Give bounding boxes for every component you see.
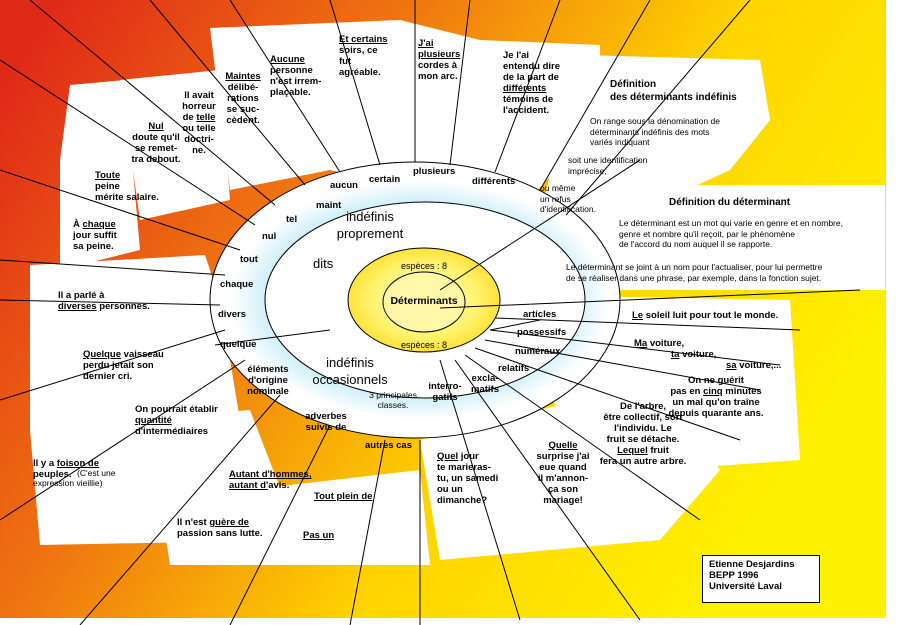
example-cinq-minutes: On ne guérit pas en cinq minutes un mal … bbox=[668, 375, 764, 419]
example-guere: Il n'est guère de passion sans lutte. bbox=[177, 517, 263, 539]
species-count-bottom: espèces : 8 bbox=[400, 340, 448, 350]
example-tout-plein: Tout plein de bbox=[314, 491, 373, 502]
ring-label-autres-cas: autres cas bbox=[365, 440, 413, 451]
example-plusieurs: J'ai plusieurs cordes à mon arc. bbox=[418, 38, 461, 82]
ring-label-certain: certain bbox=[369, 174, 401, 185]
author-signature: Etienne Desjardins BEPP 1996 Université … bbox=[702, 555, 820, 603]
example-chaque: À chaque jour suffit sa peine. bbox=[73, 219, 117, 252]
ring-label-tout: tout bbox=[240, 254, 258, 265]
ring-label-differents: différents bbox=[472, 176, 516, 187]
example-aucune: Aucune personne n'est irrem- plaçable. bbox=[270, 54, 322, 98]
example-lequel: De l'arbre, être collectif, sort l'indiv… bbox=[599, 401, 687, 467]
ring-label-adverbes: adverbes suivis de bbox=[305, 411, 347, 433]
example-certains: Et certains soirs, ce fut agréable. bbox=[339, 34, 388, 78]
example-foison: Il y a foison de peuples. bbox=[33, 458, 99, 480]
example-toute: Toute peine mérite salaire. bbox=[95, 170, 159, 203]
example-telle: Il avait horreur de telle ou telle doctr… bbox=[182, 90, 216, 156]
determiner-definition-title: Définition du déterminant bbox=[669, 197, 791, 208]
indefinite-definition-title: Définition des déterminants indéfinis bbox=[610, 79, 737, 103]
species-count-top: espèces : 8 bbox=[400, 261, 448, 271]
example-quelque: Quelque vaisseau perdu jetait son dernie… bbox=[83, 349, 164, 382]
ring-label-articles: articles bbox=[523, 309, 557, 320]
example-pas-un: Pas un bbox=[303, 530, 335, 541]
example-ma-voiture: Ma voiture, bbox=[634, 338, 685, 349]
ring-label-maint: maint bbox=[316, 200, 342, 211]
example-foison-note: (C'est une expression vieillie) bbox=[33, 468, 116, 488]
example-maintes: Maintes délibé- rations se suc- cèdent. bbox=[225, 71, 261, 126]
example-sa-voiture: sa voiture,... bbox=[726, 360, 782, 371]
ring-label-divers: divers bbox=[218, 309, 246, 320]
occasional-subtitle: 3 principales classes. bbox=[369, 390, 417, 410]
example-le-soleil: Le soleil luit pour tout le monde. bbox=[632, 310, 779, 321]
ring-label-numeraux: numéraux bbox=[515, 346, 561, 357]
ring-label-possessifs: possessifs bbox=[517, 327, 567, 338]
ring-label-tel: tel bbox=[286, 214, 298, 225]
example-autant: Autant d'hommes, autant d'avis. bbox=[229, 469, 312, 491]
occasional-indefinite-title: indéfinis occasionnels bbox=[312, 355, 388, 387]
example-nul: Nul doute qu'il se remet- tra debout. bbox=[131, 121, 181, 165]
ring-label-nominal: éléments d'origine nominale bbox=[247, 364, 289, 397]
ring-label-plusieurs: plusieurs bbox=[413, 166, 456, 177]
proper-indefinite-title: indéfinis proprement bbox=[336, 209, 404, 241]
example-quantite: On pourrait établir quantité d'intermédi… bbox=[135, 404, 218, 437]
indefinite-definition-text-2: soit une identification imprécise, bbox=[568, 155, 648, 176]
ring-label-aucun: aucun bbox=[330, 180, 358, 191]
ring-label-exclamatifs: excla- matifs bbox=[471, 373, 499, 395]
example-differents: Je l'ai entendu dire de la part de diffé… bbox=[503, 50, 561, 116]
indefinite-definition-text-1: On range sous la dénomination de détermi… bbox=[590, 116, 720, 147]
example-quelle: Quelle surprise j'ai eue quand il m'anno… bbox=[536, 440, 590, 506]
example-quel: Quel jour te marieras- tu, un samedi ou … bbox=[437, 451, 499, 506]
example-diverses: Il a parlé à diverses personnes. bbox=[58, 290, 150, 312]
ring-label-relatifs: relatifs bbox=[498, 363, 530, 374]
determiner-definition-text-2: Le déterminant se joint à un nom pour l'… bbox=[566, 262, 823, 283]
proper-dits-label: dits bbox=[313, 256, 334, 271]
center-label: Déterminants bbox=[390, 295, 458, 307]
determiner-definition-text-1: Le déterminant est un mot qui varie en g… bbox=[619, 218, 843, 249]
ring-label-interrogatifs: interro- gatifs bbox=[428, 381, 462, 403]
indefinite-definition-text-3: ou même un refus d'identification. bbox=[540, 183, 596, 214]
ring-label-chaque: chaque bbox=[220, 279, 254, 290]
ring-label-nul: nul bbox=[262, 231, 277, 242]
example-ta-voiture: ta voiture, bbox=[671, 349, 717, 360]
ring-label-quelque: quelque bbox=[220, 339, 257, 350]
